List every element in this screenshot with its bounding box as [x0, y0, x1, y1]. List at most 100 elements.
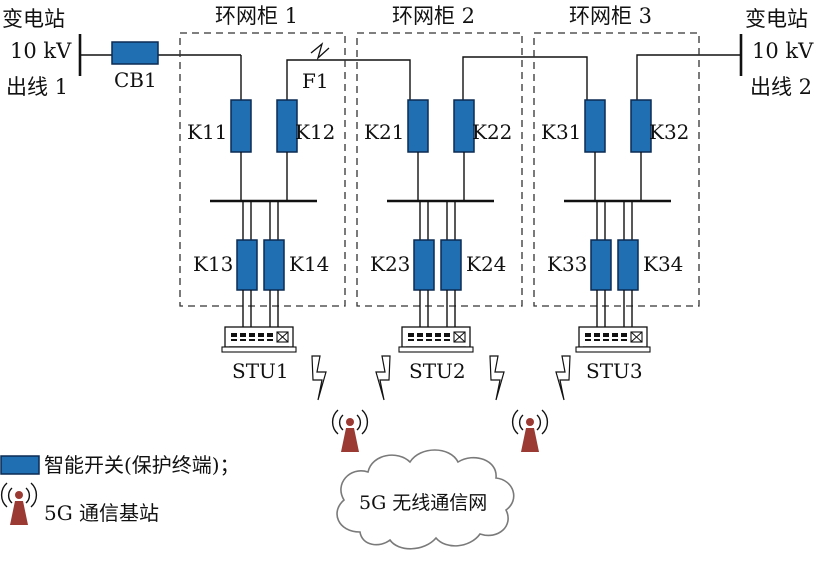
- stu-port: [621, 339, 627, 341]
- switch-label: K34: [643, 252, 683, 276]
- substation-left-voltage: 10 kV: [10, 39, 72, 63]
- network-label: 5G 无线通信网: [359, 492, 487, 514]
- antenna-wave: [356, 414, 362, 431]
- 5g-antenna-icon: [511, 409, 549, 452]
- ring-unit-boundary: [356, 32, 523, 307]
- stu-indicator: [453, 331, 466, 343]
- stu-indicator: [276, 331, 289, 343]
- stu-indicator: [630, 331, 643, 343]
- stu-port: [417, 333, 423, 337]
- stu-label: STU3: [586, 359, 643, 383]
- stu-terminal-icon: [575, 326, 651, 353]
- substation-left: 变电站 10 kV 出线 1: [2, 7, 72, 99]
- antenna-wave: [536, 414, 542, 431]
- stu-port: [585, 333, 591, 337]
- stu-indicator: [453, 331, 466, 343]
- antenna-head: [15, 491, 23, 499]
- antenna-mast: [341, 428, 359, 452]
- stu-port: [267, 339, 273, 341]
- antenna-wave: [7, 487, 13, 504]
- smart-switch-icon: [584, 99, 606, 153]
- switch-label: K11: [187, 120, 227, 144]
- legend: 智能开关(保护终端)； 5G 通信基站: [0, 453, 240, 525]
- legend-antenna-icon: [0, 482, 38, 525]
- antenna-wave: [541, 409, 549, 435]
- stu-label: STU1: [232, 359, 289, 383]
- antenna-head: [526, 418, 534, 426]
- switch-label: K14: [289, 252, 329, 276]
- stu-port: [594, 333, 600, 337]
- stu-label: STU2: [409, 359, 466, 383]
- stu-port: [258, 333, 264, 337]
- stu-port: [249, 333, 255, 337]
- stu-port: [435, 333, 441, 337]
- stu-port: [621, 333, 627, 337]
- smart-switch-icon: [630, 99, 652, 153]
- wireless-links: [311, 355, 571, 401]
- fault-icon: [310, 42, 330, 61]
- antenna-wave: [25, 487, 31, 504]
- stu-port: [603, 339, 609, 341]
- stu-port: [258, 339, 264, 341]
- cb1-breaker: [111, 41, 159, 65]
- stu-port: [408, 333, 414, 337]
- antenna-wave: [331, 409, 339, 435]
- feeder-lines: [80, 54, 741, 100]
- ring-unit-boundary: [179, 32, 346, 307]
- stu-port: [231, 339, 237, 341]
- feeder-segment: [636, 54, 741, 100]
- stu-port: [612, 333, 618, 337]
- cloud-shape: [336, 449, 515, 550]
- stu-indicator: [276, 331, 289, 343]
- antenna-head: [346, 418, 354, 426]
- switch-label: K12: [295, 120, 335, 144]
- cb1-label: CB1: [114, 68, 157, 92]
- antenna-wave: [518, 414, 524, 431]
- antenna-wave: [511, 409, 519, 435]
- switch-label: K31: [541, 120, 581, 144]
- switch-label: K22: [472, 120, 512, 144]
- legend-base-station-label: 5G 通信基站: [44, 501, 159, 525]
- substation-right-voltage: 10 kV: [752, 39, 814, 63]
- lightning-icon: [555, 355, 571, 401]
- lightning-icon: [311, 355, 327, 401]
- stu-port: [240, 339, 246, 341]
- antenna-wave: [338, 414, 344, 431]
- legend-switch-label: 智能开关(保护终端)；: [44, 453, 240, 477]
- ring-unit-title: 环网柜 1: [215, 4, 298, 28]
- switch-label: K33: [547, 252, 587, 276]
- stu-port: [612, 339, 618, 341]
- substation-right-name: 变电站: [745, 7, 808, 31]
- ring-unit-title: 环网柜 2: [392, 4, 475, 28]
- stu-port: [231, 333, 237, 337]
- stu-port: [435, 339, 441, 341]
- antenna-wave: [30, 482, 38, 508]
- smart-switch-icon: [407, 99, 429, 153]
- substation-left-feeder: 出线 1: [6, 75, 68, 99]
- switch-label: K24: [466, 252, 506, 276]
- stu-port: [249, 339, 255, 341]
- smart-switch-icon: [413, 239, 435, 291]
- switch-label: K13: [193, 252, 233, 276]
- ring-unit-boundary: [533, 32, 700, 307]
- antenna-mast: [521, 428, 539, 452]
- antenna-wave: [0, 482, 8, 508]
- smart-switch-icon: [230, 99, 252, 153]
- stu-terminal-icon: [398, 326, 474, 353]
- smart-switch-icon: [617, 239, 639, 291]
- stu-port: [417, 339, 423, 341]
- substation-right-feeder: 出线 2: [750, 75, 812, 99]
- legend-switch-swatch: [0, 455, 40, 475]
- antenna-mast: [10, 501, 28, 525]
- stu-port: [444, 333, 450, 337]
- smart-switch-icon: [236, 239, 258, 291]
- stu-base: [221, 346, 297, 353]
- antenna-wave: [361, 409, 369, 435]
- stu-port: [426, 339, 432, 341]
- ring-unit-title: 环网柜 3: [569, 4, 652, 28]
